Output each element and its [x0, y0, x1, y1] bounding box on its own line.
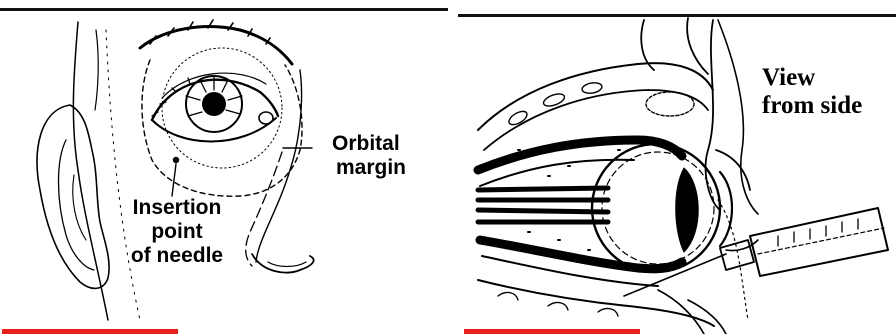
view-from-side-label: View from side [762, 64, 862, 120]
panel-divider [448, 0, 458, 334]
syringe-barrel [750, 208, 888, 276]
syringe-grads [778, 219, 858, 246]
insertion-point-label: Insertion point of needle [118, 196, 236, 268]
orbital-margin-label: Orbital margin [332, 132, 406, 180]
face-outline-inner [95, 30, 98, 110]
insertion-label-line1: Insertion [118, 196, 236, 220]
front-view-panel: Orbital margin Insertion point of needle [0, 0, 448, 334]
caruncle [259, 112, 273, 124]
sinus-cell [581, 81, 602, 94]
accent-bar-left [2, 329, 178, 334]
nose-line [256, 70, 302, 262]
lens [676, 168, 699, 252]
face-outline [73, 22, 108, 320]
accent-bar-right [464, 329, 640, 334]
optic-nerve [478, 188, 608, 222]
lower-eyelid [152, 118, 276, 142]
needle [624, 254, 726, 296]
cheek-line [246, 152, 282, 266]
insertion-leader-line [172, 164, 176, 196]
orbital-label-line2: margin [332, 156, 406, 180]
side-label-line1: View [762, 64, 862, 92]
cornea [720, 172, 732, 246]
insertion-label-line3: of needle [118, 244, 236, 268]
brow-contour [718, 20, 758, 214]
side-label-line2: from side [762, 92, 862, 120]
globe [592, 144, 720, 272]
upper-lid-side [716, 150, 750, 190]
side-view-panel: View from side [458, 0, 896, 334]
side-view-drawing [458, 0, 896, 334]
nostril-inner [268, 262, 306, 267]
insertion-label-line2: point [118, 220, 236, 244]
orbital-label-line1: Orbital [332, 132, 406, 156]
pupil [202, 92, 226, 116]
sinus-cell [507, 109, 529, 128]
insertion-point-dot [173, 157, 179, 163]
inferior-muscle [480, 240, 682, 269]
temple-line [106, 30, 140, 320]
eyebrow [140, 27, 292, 64]
syringe-plunger-line [758, 228, 884, 254]
